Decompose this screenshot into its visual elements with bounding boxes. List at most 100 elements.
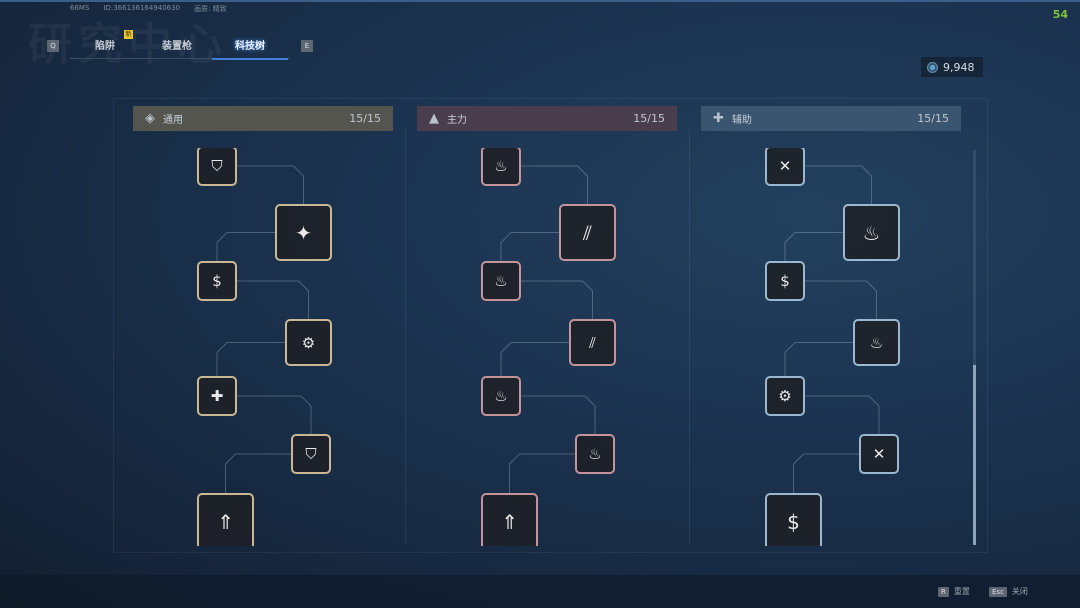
bullet-icon: ⇑	[501, 509, 518, 534]
node-tree: ♨ ⫽ ♨ ⫽ ♨ ♨ ⇑	[417, 148, 677, 546]
tab-tech-tree[interactable]: 科技树	[235, 41, 265, 52]
coin-icon	[927, 61, 938, 73]
top-border	[0, 0, 1080, 2]
tech-node[interactable]: ♨	[481, 376, 521, 416]
fps-counter: 54	[1052, 8, 1068, 21]
latency: 66MS	[70, 4, 90, 12]
column-count: 15/15	[349, 112, 381, 125]
column-header: ▲ 主力 15/15	[417, 106, 677, 131]
column-2: ✚ 辅助 15/15 ✕ ♨ $ ♨ ⚙ ✕ $	[701, 106, 961, 546]
new-badge: 新	[124, 30, 133, 39]
tech-node[interactable]: ⚙	[765, 376, 805, 416]
wrench-icon: ✕	[778, 157, 792, 175]
column-0: ◈ 通用 15/15 ⛉ ✦ $ ⚙ ✚ ⛉ ⇑	[133, 106, 393, 546]
next-tab-key[interactable]: E	[301, 40, 313, 52]
connector	[225, 453, 291, 493]
ammo-icon: ⫽	[589, 333, 596, 352]
tech-node[interactable]: ♨	[481, 261, 521, 301]
tech-node[interactable]: ✕	[765, 148, 805, 186]
connector	[805, 395, 880, 434]
tech-node[interactable]: ⛉	[197, 148, 237, 186]
connector	[237, 280, 309, 319]
bullet-icon: ⇑	[217, 509, 234, 534]
ammo-icon: ⫽	[583, 220, 592, 245]
player-id: ID:366136164940630	[103, 4, 181, 12]
column-count: 15/15	[917, 112, 949, 125]
connector	[805, 165, 872, 204]
flame-icon: ♨	[494, 387, 508, 405]
tab-bar: 陷阱 装置枪 科技树	[70, 33, 290, 60]
flame-icon: ♨	[494, 272, 508, 290]
connector	[784, 232, 843, 261]
tech-node[interactable]: ✕	[859, 434, 899, 474]
column-header: ◈ 通用 15/15	[133, 106, 393, 131]
connector	[784, 342, 853, 376]
tech-node[interactable]: $	[197, 261, 237, 301]
tech-node[interactable]: ⫽	[559, 204, 616, 261]
tech-node[interactable]: ✚	[197, 376, 237, 416]
money-icon: $	[212, 272, 222, 290]
tech-node[interactable]: $	[765, 261, 805, 301]
connector	[521, 280, 593, 319]
tab-device-gun[interactable]: 装置枪	[162, 41, 192, 52]
tech-tree-panel	[113, 98, 988, 553]
plus-icon: ✚	[713, 111, 724, 126]
tech-node[interactable]: ⇑	[197, 493, 254, 546]
reset-key: R	[938, 586, 949, 597]
column-title: 主力	[447, 115, 467, 126]
page-watermark: 研究中心	[28, 19, 228, 70]
peak-icon: ▲	[429, 111, 439, 126]
column-title: 辅助	[731, 115, 752, 126]
column-count: 15/15	[633, 112, 665, 125]
tech-node[interactable]: $	[765, 493, 822, 546]
diamond-icon: ◈	[145, 111, 155, 126]
tab-traps[interactable]: 陷阱	[95, 41, 115, 52]
connector-lines	[216, 165, 312, 493]
currency-value: 9,948	[943, 60, 975, 74]
debug-info: 66MS ID:366136164940630 画质: 精致	[70, 4, 227, 14]
shield-icon: ⛉	[211, 157, 223, 175]
flame-plus-icon: ♨	[862, 220, 881, 245]
money-gear-icon: ⚙	[301, 333, 316, 352]
prev-tab-key[interactable]: Q	[47, 40, 59, 52]
reset-button[interactable]: R 重置	[938, 586, 970, 597]
tech-node[interactable]: ⫽	[569, 319, 616, 366]
connector	[521, 395, 596, 434]
connector-lines	[784, 165, 880, 493]
shield-icon: ⛉	[305, 445, 317, 463]
tech-node[interactable]: ♨	[575, 434, 615, 474]
connector	[805, 280, 877, 319]
connector-lines	[500, 165, 596, 493]
connector	[793, 453, 859, 493]
active-tab-indicator	[212, 58, 288, 60]
close-button[interactable]: Esc 关闭	[989, 586, 1028, 597]
close-key: Esc	[989, 586, 1007, 597]
wrench-icon: ✕	[872, 445, 886, 463]
connector	[500, 342, 569, 376]
tech-node[interactable]: ⚙	[285, 319, 332, 366]
tech-node[interactable]: ♨	[843, 204, 900, 261]
column-divider	[689, 130, 690, 545]
column-1: ▲ 主力 15/15 ♨ ⫽ ♨ ⫽ ♨ ♨ ⇑	[417, 106, 677, 546]
tech-node[interactable]: ⇑	[481, 493, 538, 546]
heal-icon: ✚	[210, 387, 224, 405]
scrollbar-thumb[interactable]	[973, 365, 976, 545]
turret-core-icon: ✦	[295, 220, 312, 245]
connector	[237, 395, 312, 434]
flame-icon: ♨	[588, 445, 602, 463]
flame-icon: ♨	[494, 157, 508, 175]
node-tree: ✕ ♨ $ ♨ ⚙ ✕ $	[701, 148, 961, 546]
column-title: 通用	[163, 115, 183, 126]
money-icon: $	[787, 509, 800, 534]
tech-node[interactable]: ♨	[481, 148, 521, 186]
connector	[509, 453, 575, 493]
reset-label: 重置	[953, 587, 970, 596]
scrollbar[interactable]	[973, 150, 976, 545]
tech-node[interactable]: ♨	[853, 319, 900, 366]
money-gear-icon: ⚙	[778, 387, 792, 405]
tech-node[interactable]: ⛉	[291, 434, 331, 474]
node-tree: ⛉ ✦ $ ⚙ ✚ ⛉ ⇑	[133, 148, 393, 546]
column-header: ✚ 辅助 15/15	[701, 106, 961, 131]
close-label: 关闭	[1011, 587, 1028, 596]
tech-node[interactable]: ✦	[275, 204, 332, 261]
